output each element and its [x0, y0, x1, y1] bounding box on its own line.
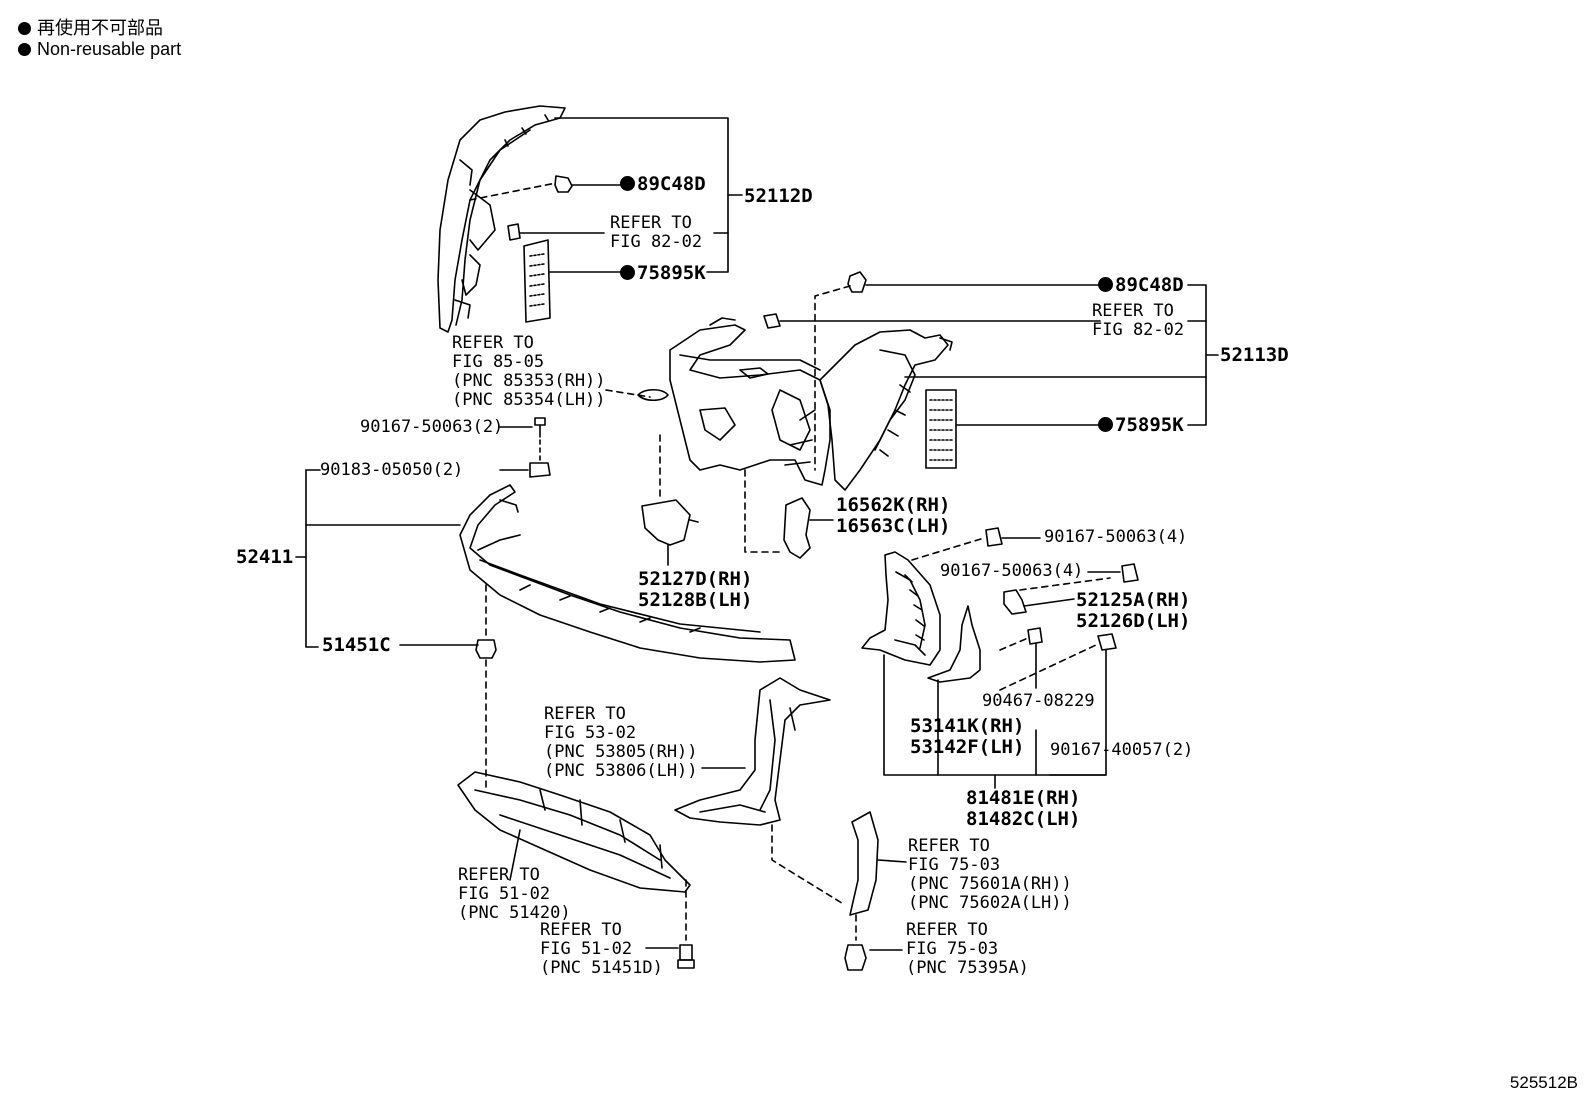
wheel-arch-molding [850, 812, 906, 915]
label-16562K-16563C: 16562K(RH)16563C(LH) [836, 494, 951, 537]
label-52112D: 52112D [744, 185, 813, 207]
label-90167-50063-4a: 90167-50063(4) [1044, 527, 1188, 547]
non-reusable-bullet-icon [1098, 277, 1113, 292]
label-75895K-right: 75895K [1098, 416, 1184, 435]
label-51451C: 51451C [322, 634, 391, 656]
legend-japanese: 再使用不可部品 [18, 14, 163, 40]
bumper-center-grille [670, 318, 830, 485]
nut-90183-05050 [500, 440, 550, 477]
clip-75395A [845, 915, 902, 970]
label-89C48D-top: 89C48D [620, 175, 706, 194]
non-reusable-bullet-icon [18, 22, 31, 35]
label-90167-40057-2: 90167-40057(2) [1050, 740, 1194, 760]
label-90467-08229: 90467-08229 [982, 691, 1095, 711]
bumper-lower-molding [460, 485, 795, 662]
label-89C48D-right: 89C48D [1098, 276, 1184, 295]
leaders-right [606, 285, 1218, 470]
retainer-part-top [508, 224, 520, 240]
label-81481E-81482C: 81481E(RH)81482C(LH) [966, 787, 1081, 830]
tape-pad-right [926, 390, 956, 468]
non-reusable-bullet-icon [18, 43, 31, 56]
tape-pad-top [524, 240, 550, 322]
label-53141K-53142F: 53141K(RH)53142F(LH) [910, 715, 1025, 758]
label-52113D: 52113D [1220, 344, 1289, 366]
label-90183-05050-2: 90183-05050(2) [320, 460, 464, 480]
label-75895K-top: 75895K [620, 264, 706, 283]
clip-51451C [476, 640, 496, 658]
label-52411: 52411 [236, 546, 294, 568]
bolt-90167-50063-4b [1088, 564, 1138, 582]
non-reusable-bullet-icon [620, 265, 635, 280]
bolt-90167-50063-4a [912, 528, 1040, 560]
nut-90467-08229 [1000, 628, 1042, 688]
leaders-81481E [884, 655, 1106, 788]
side-garnish [928, 606, 980, 682]
non-reusable-bullet-icon [620, 176, 635, 191]
document-id: 525512B [1509, 1073, 1578, 1092]
label-90167-50063-4b: 90167-50063(4) [940, 561, 1084, 581]
legend-english: Non-reusable part [18, 39, 181, 60]
bumper-corner-upper-left [438, 106, 565, 332]
fog-garnish [862, 552, 940, 665]
leaders-top-left [470, 118, 742, 272]
non-reusable-bullet-icon [1098, 417, 1113, 432]
clip-part-top [555, 176, 572, 192]
leaders-52411 [296, 470, 486, 790]
leader-under-cover [510, 830, 520, 880]
side-bracket [745, 470, 833, 558]
bolt-51451D [646, 880, 694, 968]
engine-under-cover [458, 772, 690, 892]
retainer-part-right [764, 314, 780, 328]
label-52127D-52128B: 52127D(RH)52128B(LH) [638, 568, 753, 611]
bumper-corner-right [820, 330, 952, 490]
clip-part-right [848, 272, 866, 292]
label-90167-50063-2: 90167-50063(2) [360, 417, 504, 437]
label-52125A-52126D: 52125A(RH)52126D(LH) [1076, 589, 1191, 632]
fender-liner [675, 678, 845, 905]
clip-52125A [1004, 578, 1110, 614]
bolt-90167-50063-2 [500, 418, 545, 437]
fog-cover [642, 435, 698, 565]
